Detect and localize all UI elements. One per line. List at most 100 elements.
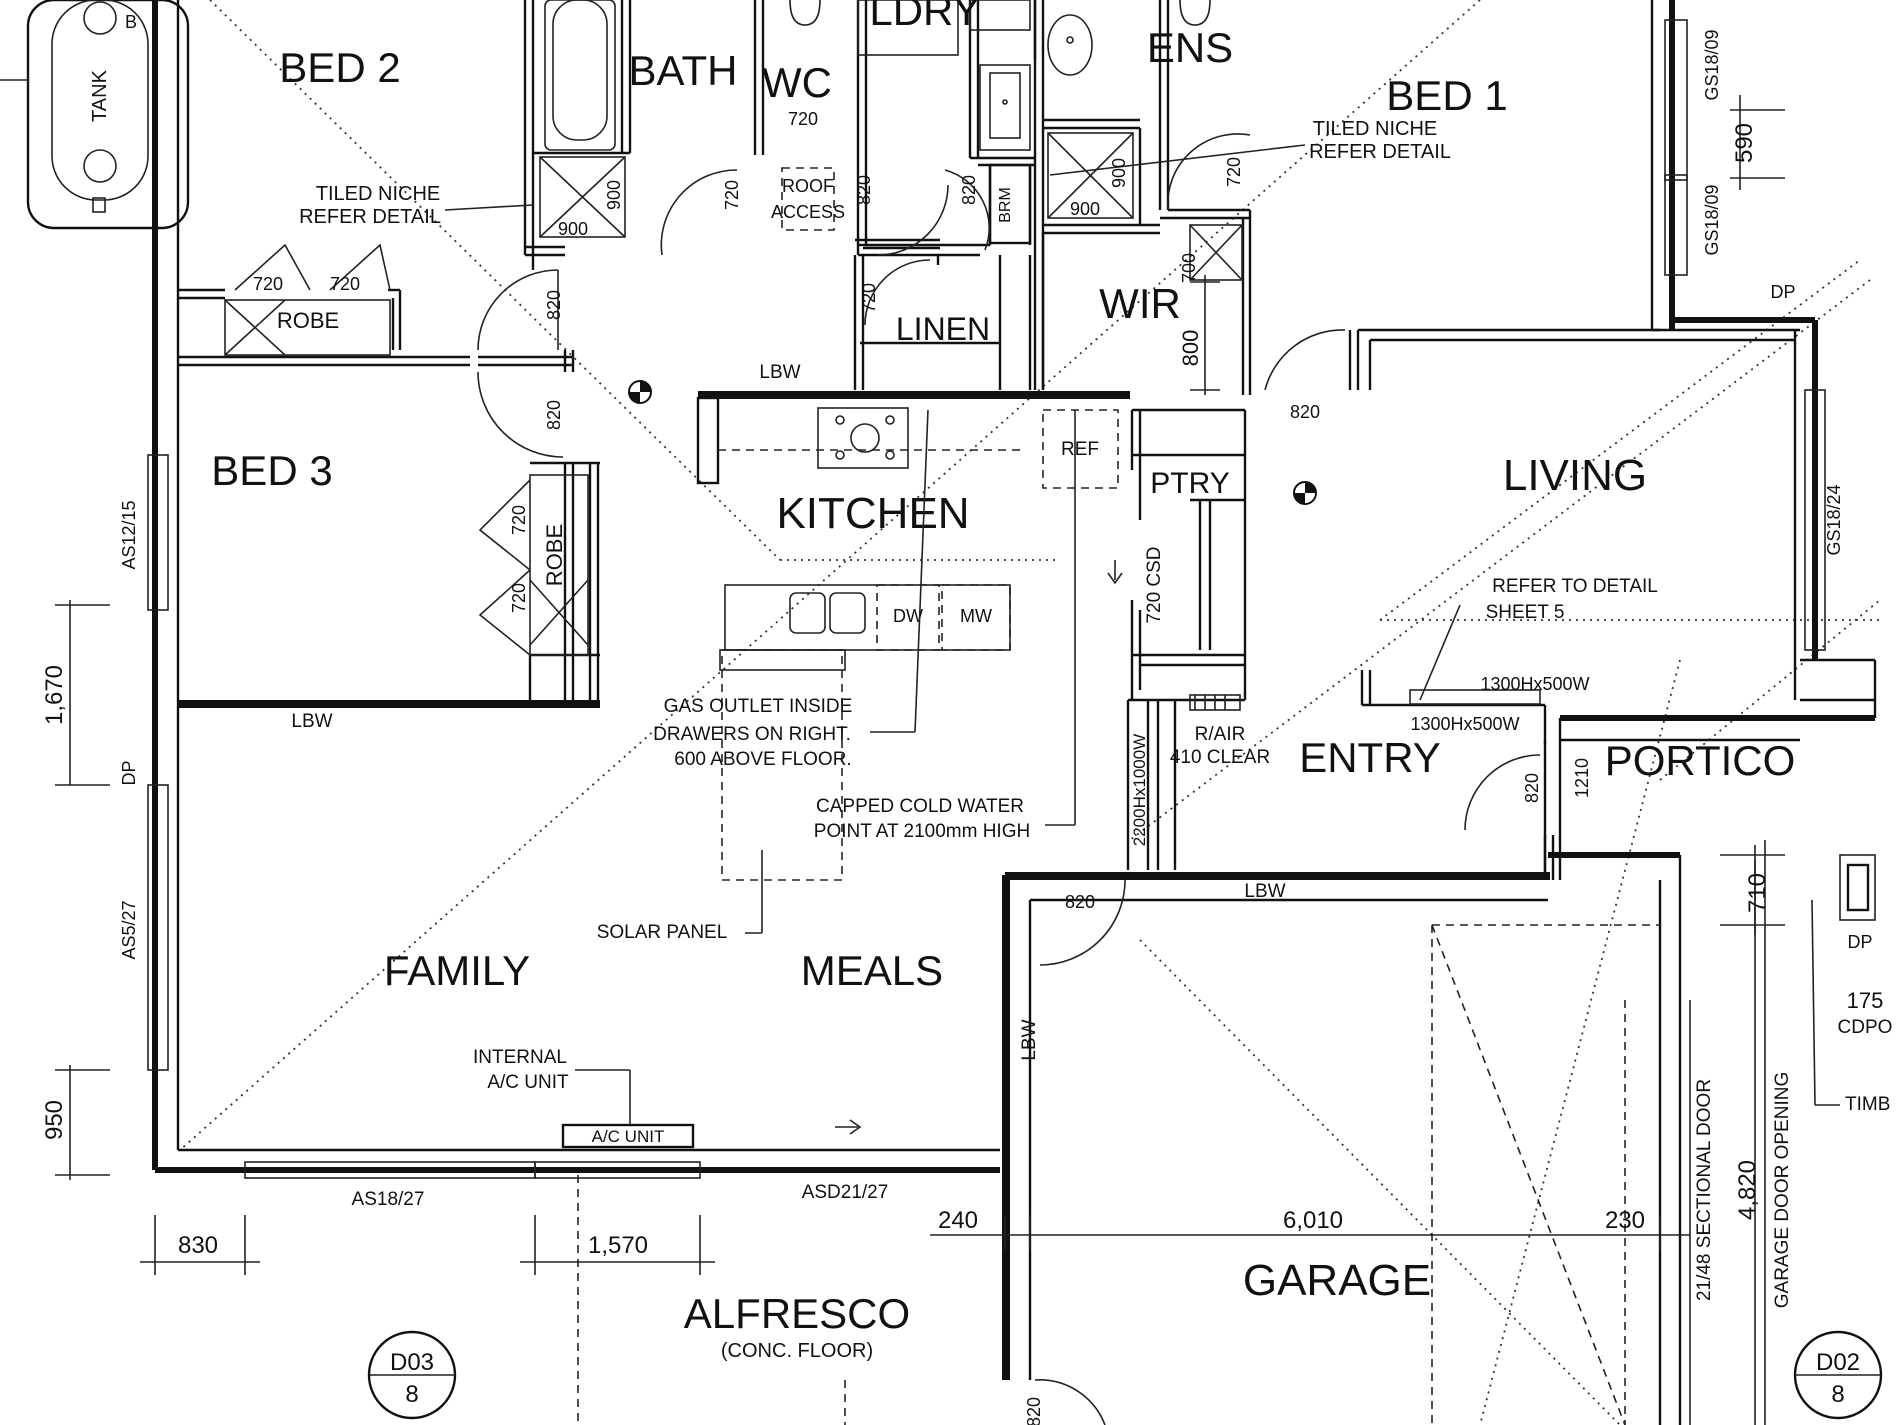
window-note-b: 1300Hx500W — [1410, 714, 1519, 734]
dim-800: 800 — [1178, 330, 1203, 367]
dim-710: 710 — [1744, 873, 1771, 913]
window-as18-27: AS18/27 — [352, 1189, 425, 1210]
timber-note: TIMB — [1845, 1094, 1890, 1115]
door-820-garage: 820 — [1065, 892, 1095, 912]
dp-note-a: DP — [1770, 282, 1795, 302]
section-d02-top: D02 — [1816, 1349, 1860, 1376]
door-720-bed1: 720 — [1224, 157, 1244, 187]
room-entry: ENTRY — [1299, 734, 1441, 781]
room-meals: MEALS — [801, 947, 943, 994]
tank-letter: B — [125, 12, 137, 32]
window-as12-15: AS12/15 — [119, 500, 139, 569]
ac-note-2: A/C UNIT — [487, 1072, 569, 1093]
door-720-linen: 720 — [859, 283, 879, 313]
door-720-robe3-b: 720 — [509, 583, 529, 613]
niche-left-1: TILED NICHE — [316, 183, 440, 205]
dim-1570: 1,570 — [588, 1232, 648, 1259]
robe-label-1: ROBE — [277, 308, 339, 333]
door-720-robe3-a: 720 — [509, 505, 529, 535]
door-size-labels: 720 720 820 900 900 820 720 720 820 820 … — [253, 109, 1592, 1425]
room-labels: BED 2 BATH WC LDRY ENS BED 1 BED 3 KITCH… — [211, 0, 1795, 1362]
room-wc: WC — [762, 59, 832, 106]
bathroom-fixtures — [539, 0, 1243, 281]
room-wir: WIR — [1099, 280, 1181, 327]
dim-230: 230 — [1605, 1207, 1645, 1234]
dim-1670: 1,670 — [41, 665, 68, 725]
ac-unit-label: A/C UNIT — [592, 1127, 665, 1146]
door-720-wc: 720 — [788, 109, 818, 129]
dim-950: 950 — [41, 1100, 68, 1140]
roof-access-label-2: ACCESS — [771, 202, 845, 222]
rair-note-2: 410 CLEAR — [1170, 747, 1270, 768]
csd-note: 720 CSD — [1144, 546, 1165, 623]
door-900-c: 900 — [1109, 158, 1129, 188]
ref-label: REF — [1061, 439, 1099, 460]
load-bearing-walls — [178, 391, 1550, 1380]
door-820-living: 820 — [1290, 402, 1320, 422]
section-d03-top: D03 — [390, 1349, 434, 1376]
door-720-robe-b: 720 — [330, 274, 360, 294]
tank-label: TANK — [89, 69, 111, 122]
room-alfresco-sub: (CONC. FLOOR) — [721, 1340, 873, 1362]
mw-label: MW — [960, 606, 992, 626]
room-bath: BATH — [629, 47, 738, 94]
gas-note-1: GAS OUTLET INSIDE — [664, 696, 853, 717]
ac-note-1: INTERNAL — [473, 1047, 567, 1068]
section-markers: D03 8 D02 8 — [367, 1330, 1883, 1420]
room-alfresco: ALFRESCO — [684, 1290, 910, 1337]
annotations: TILED NICHE REFER DETAIL TILED NICHE REF… — [119, 29, 1892, 1308]
room-ens: ENS — [1147, 24, 1233, 71]
roof-hip-lines — [179, 0, 1881, 1425]
cdpo-note: CDPO — [1838, 1017, 1893, 1038]
water-tank: TANK B — [0, 0, 190, 230]
smoke-detectors — [628, 380, 1317, 505]
dim-590: 590 — [1731, 123, 1758, 163]
dim-240: 240 — [938, 1207, 978, 1234]
window-asd21-27: ASD21/27 — [802, 1182, 889, 1203]
door-swings — [477, 133, 1541, 1425]
niche-left-2: REFER DETAIL — [299, 206, 441, 228]
door-820-bed3: 820 — [544, 400, 564, 430]
roof-access-label-1: ROOF — [782, 176, 834, 196]
dim-4820: 4,820 — [1734, 1160, 1761, 1220]
dim-175: 175 — [1847, 988, 1884, 1013]
door-2200-note: 2200Hx1000W — [1130, 734, 1149, 846]
section-d02-bottom: 8 — [1831, 1381, 1844, 1408]
door-720-robe-a: 720 — [253, 274, 283, 294]
dp-note-c: DP — [1847, 932, 1872, 952]
water-note-2: POINT AT 2100mm HIGH — [814, 821, 1030, 842]
room-ptry: PTRY — [1150, 467, 1229, 500]
water-note-1: CAPPED COLD WATER — [816, 796, 1024, 817]
robe-label-2: ROBE — [542, 524, 567, 586]
window-gs18-09-b: GS18/09 — [1702, 184, 1722, 255]
room-family: FAMILY — [384, 947, 530, 994]
refer-note-1: REFER TO DETAIL — [1492, 576, 1658, 597]
door-900-d: 900 — [1070, 199, 1100, 219]
brm-label: BRM — [997, 187, 1014, 223]
sectional-note: 21/48 SECTIONAL DOOR — [1694, 1079, 1715, 1301]
room-portico: PORTICO — [1605, 737, 1796, 784]
window-gs18-09-a: GS18/09 — [1702, 29, 1722, 100]
dim-6010: 6,010 — [1283, 1207, 1343, 1234]
lbw-label-4: LBW — [1019, 1019, 1040, 1060]
internal-walls — [178, 0, 1795, 880]
dp-note-b: DP — [119, 760, 139, 785]
dimension-lines: 1,670 950 830 1,570 240 6,010 230 4,820 … — [41, 95, 1883, 1425]
window-gs18-24: GS18/24 — [1824, 484, 1844, 555]
room-linen: LINEN — [896, 311, 990, 347]
room-bed2: BED 2 — [279, 44, 400, 91]
dim-830: 830 — [178, 1232, 218, 1259]
room-bed1: BED 1 — [1386, 72, 1507, 119]
door-820-bottom: 820 — [1024, 1397, 1044, 1425]
door-720-a: 720 — [722, 180, 742, 210]
lbw-label-1: LBW — [759, 362, 800, 383]
niche-right-1: TILED NICHE — [1313, 118, 1437, 140]
window-as5-27: AS5/27 — [119, 900, 139, 959]
dw-label: DW — [893, 606, 923, 626]
door-900-a: 900 — [604, 180, 624, 210]
windows — [147, 19, 1876, 1179]
room-bed3: BED 3 — [211, 447, 332, 494]
gas-note-3: 600 ABOVE FLOOR. — [674, 749, 851, 770]
room-garage: GARAGE — [1243, 1256, 1431, 1305]
